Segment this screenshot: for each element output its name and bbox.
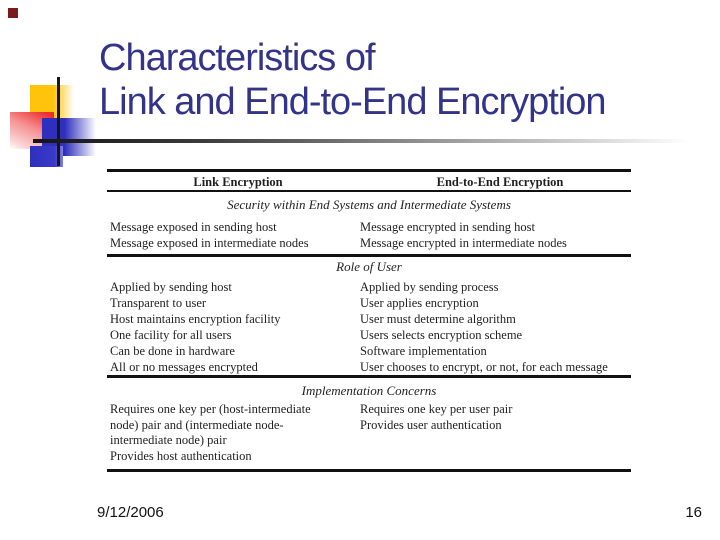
cell-link: One facility for all users: [110, 328, 232, 342]
section-role-rows: Applied by sending host Applied by sendi…: [107, 279, 631, 375]
deco-vertical-line: [57, 77, 60, 166]
table-header-row: Link Encryption End-to-End Encryption: [107, 175, 631, 190]
deco-yellow-square: [30, 85, 74, 118]
slide-title-line1: Characteristics of: [99, 37, 376, 79]
table-row: Message exposed in intermediate nodes Me…: [107, 235, 631, 251]
cell-link: Can be done in hardware: [110, 344, 235, 358]
cell-link: Message exposed in sending host: [110, 220, 277, 234]
table-row: Applied by sending host Applied by sendi…: [107, 279, 631, 295]
cell-line: Provides user authentication: [360, 417, 502, 432]
cell-link: Applied by sending host: [110, 280, 232, 294]
table-row: Message exposed in sending host Message …: [107, 219, 631, 235]
cell-line: node) pair and (intermediate node-: [110, 417, 284, 432]
cell-line: Requires one key per (host-intermediate: [110, 402, 311, 416]
column-header-link-encryption: Link Encryption: [193, 175, 283, 189]
cell-line: intermediate node) pair: [110, 433, 227, 447]
cell-e2e: Users selects encryption scheme: [360, 328, 523, 342]
column-header-end-to-end-encryption: End-to-End Encryption: [436, 175, 564, 189]
cell-e2e: User must determine algorithm: [360, 312, 516, 326]
cell-e2e: Applied by sending process: [360, 280, 499, 294]
table-header-underline: [107, 190, 631, 192]
corner-accent-square: [8, 8, 18, 18]
slide-title: Characteristics of Link and End-to-End E…: [99, 36, 699, 124]
section-title-role-of-user: Role of User: [336, 259, 402, 274]
cell-link: Requires one key per (host-intermediate …: [107, 402, 360, 464]
cell-e2e: Requires one key per user pair Provides …: [360, 402, 631, 464]
table-section-divider: [107, 375, 631, 378]
cell-line: Provides host authentication: [110, 448, 252, 463]
section-implementation-rows: Requires one key per (host-intermediate …: [107, 402, 631, 464]
cell-link: All or no messages encrypted: [110, 360, 258, 374]
title-underline-rule: [33, 139, 710, 143]
table-border-bottom: [107, 469, 631, 472]
slide-title-line2: Link and End-to-End Encryption: [99, 81, 607, 123]
footer-date: 9/12/2006: [97, 504, 164, 521]
cell-link: Message exposed in intermediate nodes: [110, 236, 309, 250]
cell-link: Host maintains encryption facility: [110, 312, 281, 326]
section-title-implementation: Implementation Concerns: [301, 383, 437, 398]
table-row: One facility for all users Users selects…: [107, 327, 631, 343]
table-border-top: [107, 169, 631, 172]
page-number: 16: [685, 504, 702, 521]
cell-e2e: User chooses to encrypt, or not, for eac…: [360, 360, 608, 374]
cell-e2e: Message encrypted in sending host: [360, 220, 535, 234]
encryption-comparison-table: Link Encryption End-to-End Encryption Se…: [107, 169, 631, 472]
table-row: Can be done in hardware Software impleme…: [107, 343, 631, 359]
cell-link: Transparent to user: [110, 296, 207, 310]
deco-blue-square: [42, 118, 96, 156]
table-row: Transparent to user User applies encrypt…: [107, 295, 631, 311]
deco-pink-square: [10, 112, 54, 149]
table-row: Host maintains encryption facility User …: [107, 311, 631, 327]
section-security-rows: Message exposed in sending host Message …: [107, 219, 631, 251]
cell-e2e: Software implementation: [360, 344, 487, 358]
table-row: All or no messages encrypted User choose…: [107, 359, 631, 375]
deco-blue-square-lower: [30, 146, 63, 167]
cell-e2e: Message encrypted in intermediate nodes: [360, 236, 567, 250]
cell-line: Requires one key per user pair: [360, 402, 513, 416]
cell-e2e: User applies encryption: [360, 296, 479, 310]
section-title-security: Security within End Systems and Intermed…: [227, 197, 511, 212]
table-section-divider: [107, 254, 631, 257]
